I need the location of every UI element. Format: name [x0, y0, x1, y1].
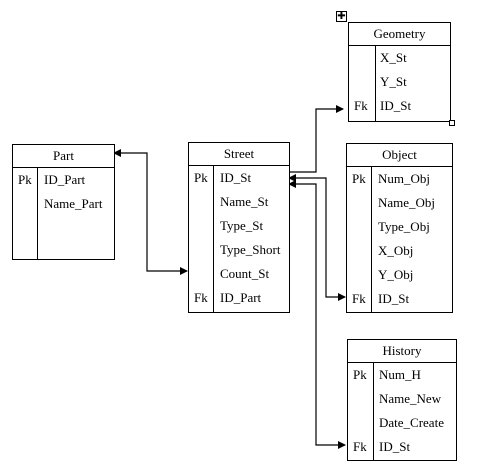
- field-name: Y_St: [380, 74, 407, 89]
- table-street[interactable]: Street Pk ID_St Name_St Type_St Type_Sho…: [188, 142, 290, 313]
- table-row[interactable]: Pk ID_Part: [13, 168, 114, 192]
- move-handle-icon[interactable]: ✚: [336, 11, 347, 22]
- field-name: Name_Obj: [378, 195, 436, 210]
- table-row[interactable]: X_Obj: [347, 239, 452, 263]
- table-row[interactable]: Type_Short: [189, 238, 289, 262]
- key-marker: Fk: [352, 291, 366, 306]
- table-history[interactable]: History Pk Num_H Name_New Date_Create Fk…: [347, 339, 457, 461]
- table-title: History: [348, 340, 456, 363]
- key-marker: Fk: [194, 290, 208, 305]
- table-part[interactable]: Part Pk ID_Part Name_Part: [12, 144, 115, 260]
- table-row[interactable]: Name_Obj: [347, 191, 452, 215]
- key-marker: Pk: [194, 170, 208, 185]
- table-row[interactable]: Y_Obj: [347, 263, 452, 287]
- key-marker: Pk: [353, 367, 367, 382]
- key-column: [349, 46, 376, 121]
- connector-history-street: [288, 180, 346, 449]
- table-row[interactable]: Type_St: [189, 214, 289, 238]
- table-row[interactable]: Name_New: [348, 387, 456, 411]
- key-column: [347, 167, 372, 312]
- field-name: Name_New: [379, 391, 442, 406]
- field-name: Date_Create: [379, 415, 444, 430]
- key-marker: Fk: [353, 439, 367, 454]
- key-column: [348, 363, 374, 460]
- field-name: ID_St: [379, 439, 411, 454]
- field-name: Type_Short: [220, 242, 281, 257]
- table-row[interactable]: Pk ID_St: [189, 166, 289, 190]
- table-row[interactable]: Pk Num_Obj: [347, 167, 452, 191]
- field-name: Name_Part: [44, 196, 103, 211]
- table-row[interactable]: Name_St: [189, 190, 289, 214]
- table-geometry[interactable]: Geometry X_St Y_St Fk ID_St: [348, 22, 451, 122]
- field-name: X_St: [380, 50, 407, 65]
- table-row[interactable]: X_St: [349, 46, 450, 70]
- key-column: [13, 168, 38, 259]
- connector-street-geometry: [289, 105, 344, 173]
- table-row[interactable]: Fk ID_St: [347, 287, 452, 311]
- field-name: Type_St: [220, 218, 264, 233]
- connector-part-street: [113, 149, 188, 275]
- field-name: ID_Part: [220, 290, 262, 305]
- table-row[interactable]: Fk ID_St: [348, 435, 456, 459]
- field-name: Num_H: [379, 367, 421, 382]
- table-row[interactable]: Pk Num_H: [348, 363, 456, 387]
- table-object[interactable]: Object Pk Num_Obj Name_Obj Type_Obj X_Ob…: [346, 143, 453, 313]
- table-title: Geometry: [349, 23, 450, 46]
- table-title: Street: [189, 143, 289, 166]
- table-row[interactable]: Name_Part: [13, 192, 114, 216]
- field-name: ID_Part: [44, 172, 86, 187]
- table-row[interactable]: Fk ID_St: [349, 94, 450, 118]
- field-name: Num_Obj: [378, 171, 430, 186]
- field-name: ID_St: [220, 170, 252, 185]
- field-name: Type_Obj: [378, 219, 430, 234]
- table-row[interactable]: Y_St: [349, 70, 450, 94]
- connector-object-street: [288, 174, 346, 301]
- table-row[interactable]: Type_Obj: [347, 215, 452, 239]
- table-title: Object: [347, 144, 452, 167]
- key-column: [189, 166, 214, 312]
- table-title: Part: [13, 145, 114, 168]
- resize-grip-icon[interactable]: [449, 120, 455, 126]
- field-name: Count_St: [220, 266, 270, 281]
- key-marker: Fk: [354, 98, 368, 113]
- key-marker: Pk: [352, 171, 366, 186]
- field-name: Name_St: [220, 194, 269, 209]
- key-marker: Pk: [18, 172, 32, 187]
- field-name: Y_Obj: [378, 267, 414, 282]
- table-row[interactable]: Count_St: [189, 262, 289, 286]
- field-name: X_Obj: [378, 243, 414, 258]
- table-row[interactable]: Fk ID_Part: [189, 286, 289, 310]
- table-row[interactable]: Date_Create: [348, 411, 456, 435]
- field-name: ID_St: [378, 291, 410, 306]
- field-name: ID_St: [380, 98, 412, 113]
